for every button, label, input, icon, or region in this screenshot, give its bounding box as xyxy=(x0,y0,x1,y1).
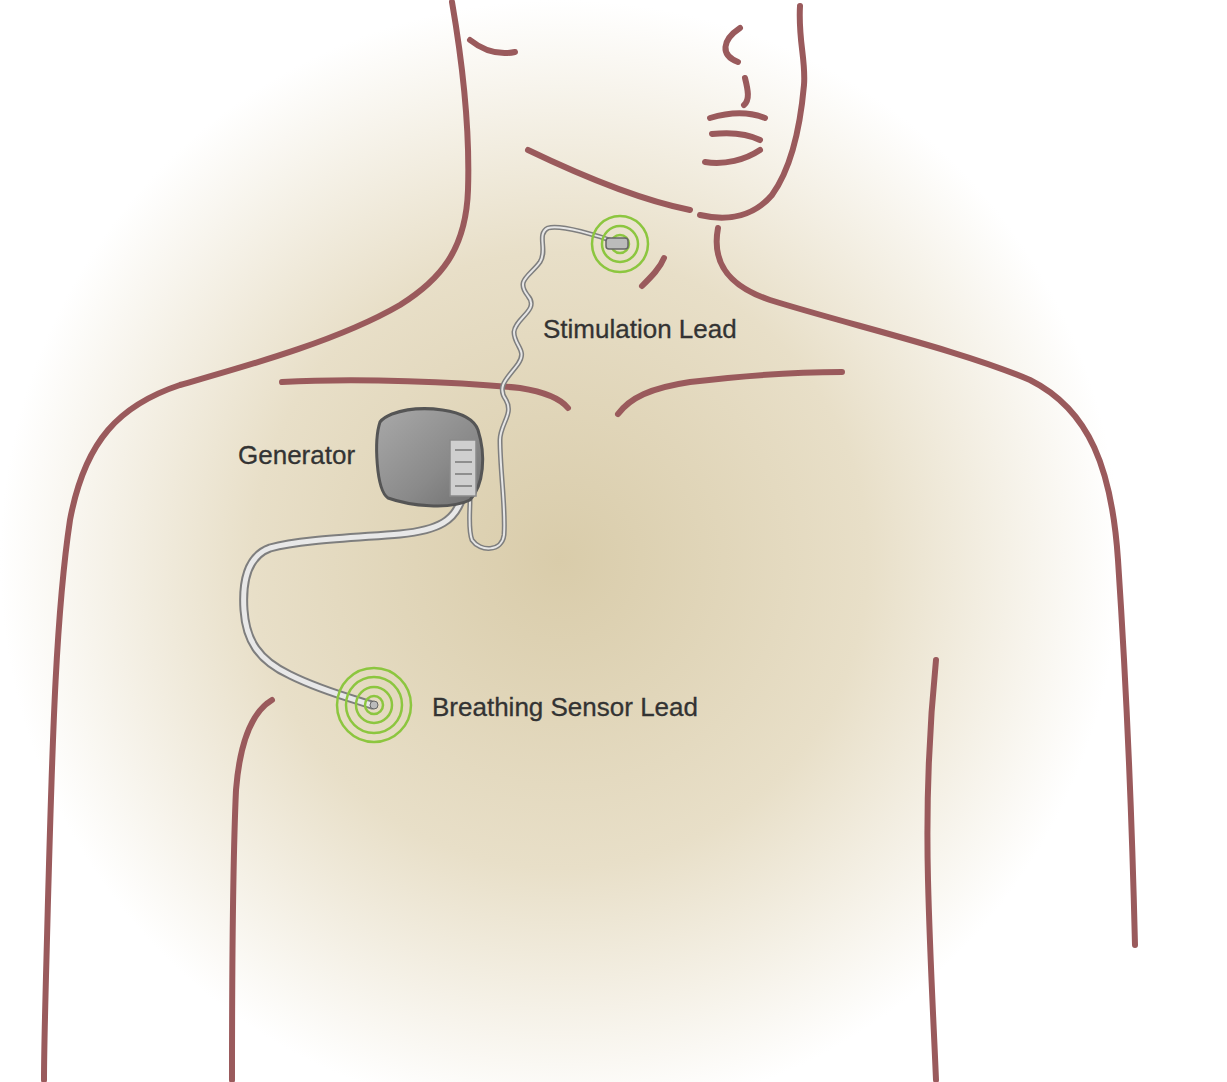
body-outline xyxy=(44,2,1135,1080)
stimulation-rings xyxy=(592,216,648,272)
stimulation-lead-label: Stimulation Lead xyxy=(543,314,737,345)
breathing-rings xyxy=(337,668,411,742)
stimulation-cuff xyxy=(606,238,628,249)
generator-device xyxy=(377,409,483,506)
generator-label: Generator xyxy=(238,440,355,471)
breathing-sensor-label: Breathing Sensor Lead xyxy=(432,692,698,723)
sensor-tip xyxy=(370,701,378,709)
